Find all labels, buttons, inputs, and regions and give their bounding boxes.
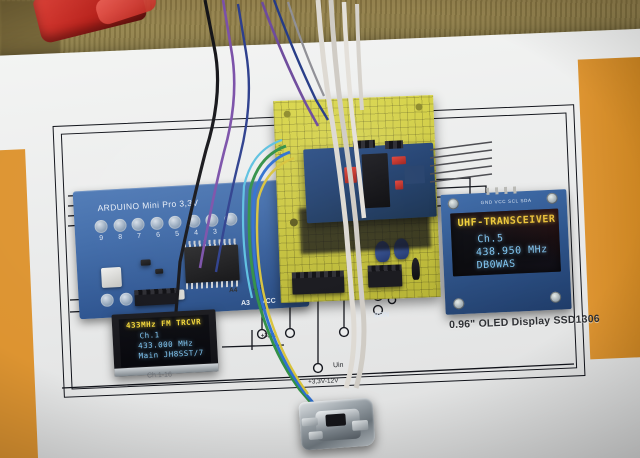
ribbon-strand	[328, 0, 367, 389]
oled-small-title: 433MHz FM TRCVR	[125, 317, 202, 331]
oled-mounting-hole	[546, 192, 558, 205]
oled-pin-labels: GND VCC SCL SDA	[480, 197, 532, 206]
oled-mounting-hole	[447, 198, 460, 210]
oled-mounting-hole	[549, 291, 562, 304]
blue-power-wire	[251, 150, 318, 407]
ribbon-strand	[341, 1, 367, 219]
blue-wire	[214, 3, 251, 273]
oled-display-small: 433MHz FM TRCVR Ch.1 433.000 MHz Main JH…	[111, 309, 219, 377]
violet-wire	[198, 0, 236, 269]
oled-small-line-callsign: Main JH8SST/7	[138, 347, 204, 361]
ribbon-strand	[355, 3, 364, 111]
black-wire	[174, 0, 220, 313]
dc-jack-solder-tab	[351, 419, 369, 431]
yellow-wire	[255, 156, 309, 395]
dc-jack-opening	[325, 413, 347, 427]
oled-display-ssd1306: GND VCC SCL SDA UHF-TRANSCEIVER Ch.5 438…	[440, 186, 572, 315]
violet-wire-2	[260, 1, 320, 127]
green-wire	[247, 144, 314, 405]
grey-wire	[286, 1, 326, 97]
oled-pin-header	[486, 186, 521, 195]
dc-jack-solder-tab	[308, 431, 324, 440]
oled-mounting-hole	[453, 297, 465, 310]
dc-jack-solder-tab	[301, 417, 319, 427]
blue-wire-2	[272, 0, 330, 121]
oled-glass-reflection	[450, 208, 561, 277]
cyan-wire	[241, 138, 283, 299]
oled-small-line-channel: Ch.1	[139, 330, 160, 341]
dc-power-jack	[298, 397, 376, 451]
oled-small-glass: 433MHz FM TRCVR Ch.1 433.000 MHz Main JH…	[118, 314, 212, 368]
oled-small-caption: Ch.1-16	[146, 371, 173, 380]
ribbon-strand	[315, 0, 357, 389]
